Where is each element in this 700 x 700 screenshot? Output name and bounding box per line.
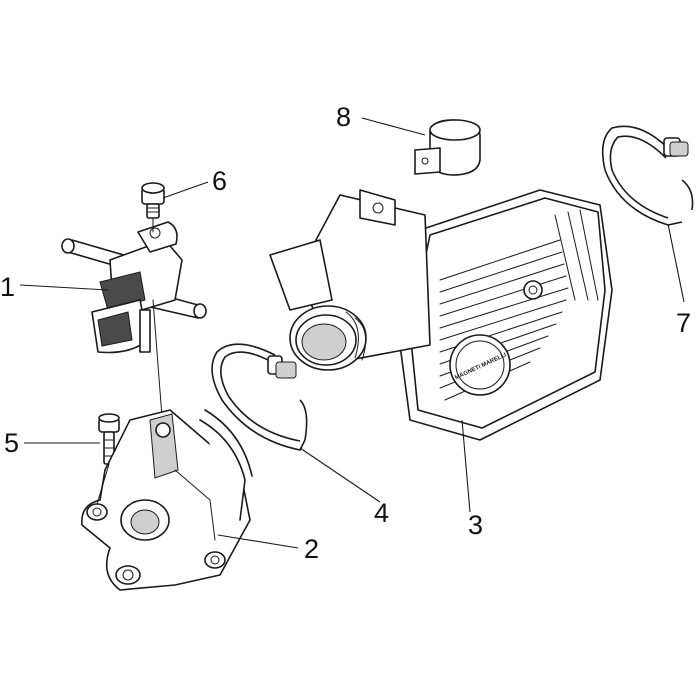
callout-2: 2 [304, 534, 319, 564]
part-5-bolt [98, 413, 120, 465]
callout-8: 8 [336, 102, 351, 132]
callout-7: 7 [676, 308, 691, 338]
leader-8 [361, 117, 426, 136]
leader-3 [461, 419, 471, 513]
leader-lines [19, 117, 685, 549]
leader-2 [217, 534, 299, 549]
part-2-intake-manifold [81, 409, 253, 591]
callout-5: 5 [4, 428, 19, 458]
callout-1: 1 [0, 272, 15, 302]
callout-4: 4 [374, 498, 389, 528]
callout-6: 6 [212, 166, 227, 196]
part-7-hose-clamp [601, 125, 694, 226]
leader-1 [19, 284, 109, 291]
part-6-bolt [141, 182, 165, 219]
leader-4 [299, 447, 381, 503]
part-8-clamp [414, 119, 481, 176]
part-3-throttle-body: MAGNETI MARELLI [269, 189, 613, 441]
part-4-hose-clamp [211, 343, 308, 451]
part-1-fuel-injector [61, 221, 207, 354]
leader-7 [667, 223, 685, 303]
leader-6 [162, 181, 209, 199]
callout-labels: 1 2 3 4 5 6 7 8 [0, 102, 691, 564]
callout-3: 3 [468, 510, 483, 540]
